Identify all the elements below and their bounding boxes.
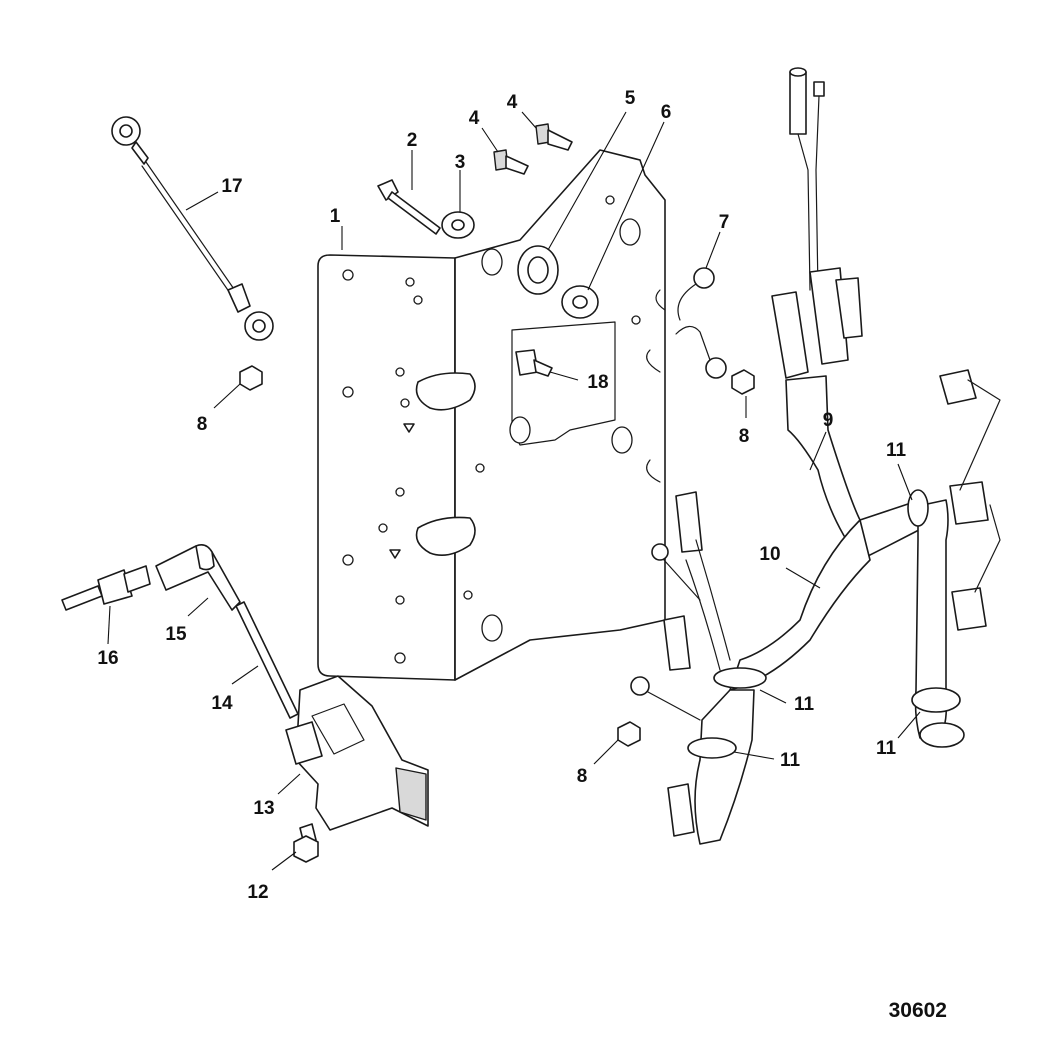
spark-plug-16 — [61, 565, 151, 611]
wiring-harness — [630, 67, 1001, 845]
leader-lines — [107, 111, 921, 871]
callout-2: 2 — [407, 130, 418, 151]
callout-4-lower: 4 — [469, 108, 480, 129]
mounting-plate — [317, 149, 666, 681]
callout-6: 6 — [661, 102, 672, 123]
screw-4-upper — [535, 123, 573, 151]
callout-11-mid: 11 — [794, 694, 815, 715]
callout-16: 16 — [97, 648, 118, 669]
callout-11-low: 11 — [780, 750, 801, 771]
callout-4-upper: 4 — [507, 92, 518, 113]
callout-8-mid: 8 — [739, 426, 750, 447]
callout-14: 14 — [211, 693, 233, 714]
callout-11-right: 11 — [876, 738, 897, 759]
callout-labels: 1 2 3 4 4 5 6 7 8 8 8 9 10 11 11 11 11 1… — [97, 88, 906, 903]
washer-6 — [561, 285, 599, 319]
callout-1: 1 — [330, 206, 341, 227]
nut-8-low — [617, 721, 641, 747]
terminal-7 — [675, 267, 727, 379]
spark-plug-lead — [155, 544, 299, 719]
screw-4-lower — [493, 149, 529, 175]
callout-12: 12 — [247, 882, 268, 903]
callout-18: 18 — [587, 372, 608, 393]
nut-8-left — [239, 365, 263, 391]
callout-8-left: 8 — [197, 414, 208, 435]
nut-8-mid — [731, 369, 755, 395]
callout-10: 10 — [759, 544, 780, 565]
washer-3 — [441, 211, 475, 239]
ignition-coil-13 — [285, 675, 429, 831]
ground-strap-17 — [111, 116, 274, 341]
grommet-5 — [517, 245, 559, 295]
callout-17: 17 — [221, 176, 242, 197]
callout-13: 13 — [253, 798, 274, 819]
screw-12 — [293, 823, 319, 863]
bolt-18 — [515, 349, 553, 377]
callout-5: 5 — [625, 88, 636, 109]
callout-11-top: 11 — [886, 440, 907, 461]
figure-number: 30602 — [889, 999, 947, 1022]
callout-8-low: 8 — [577, 766, 588, 787]
bolt-2 — [377, 179, 441, 235]
callout-15: 15 — [165, 624, 187, 645]
callout-3: 3 — [455, 152, 466, 173]
callout-9: 9 — [823, 410, 834, 431]
callout-7: 7 — [719, 212, 730, 233]
